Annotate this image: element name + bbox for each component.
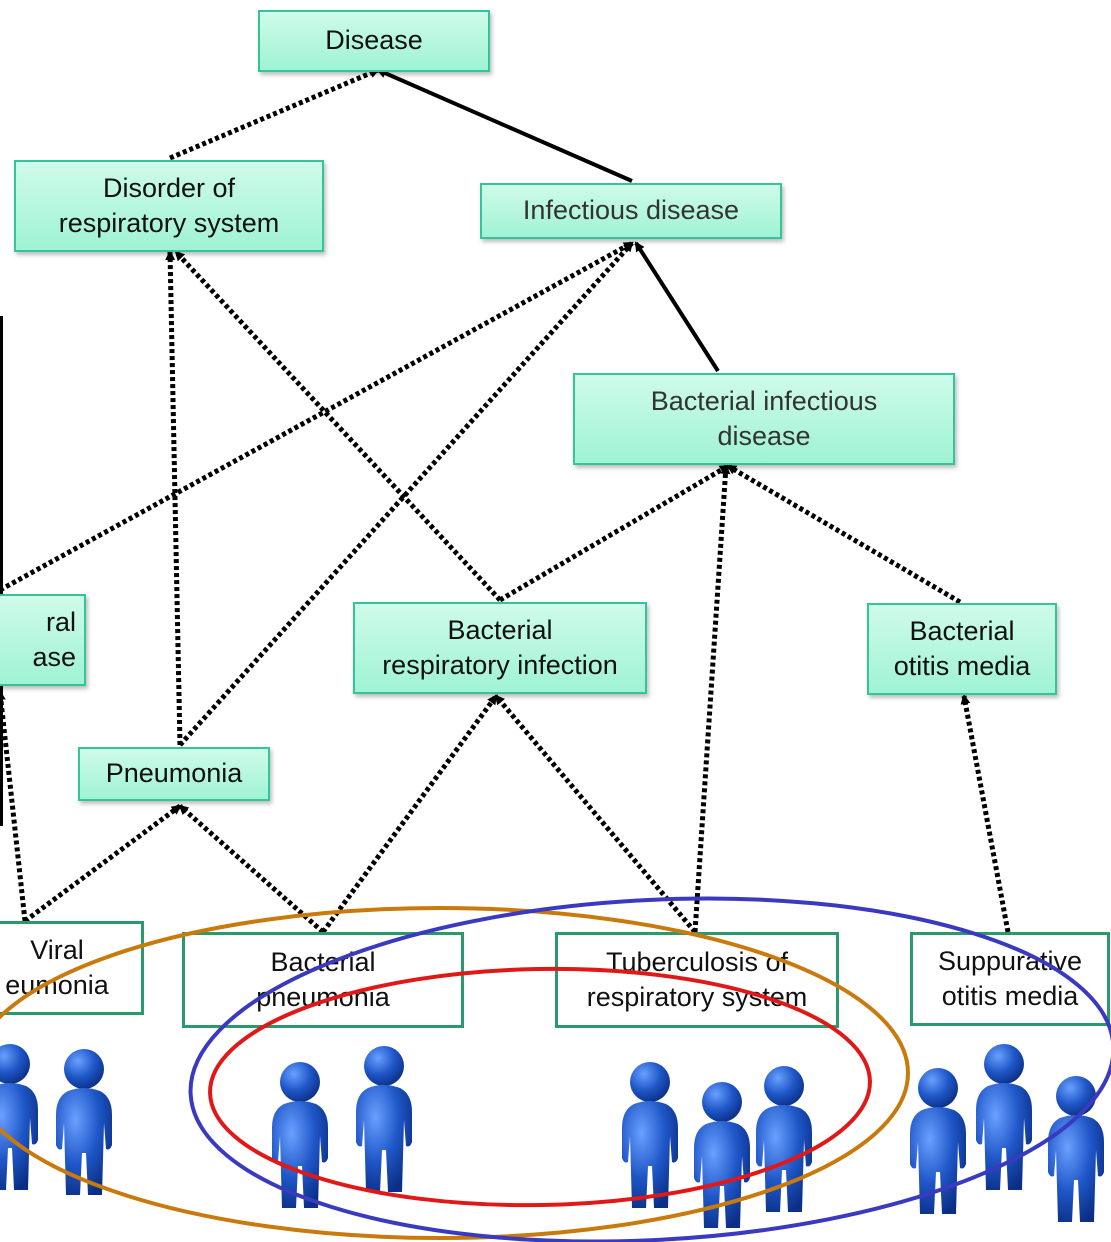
edge-suppurative-otitis-to-bacterial-otitis-media — [960, 694, 1011, 933]
pneumonia-cohort-ellipse — [0, 906, 910, 1240]
node-bacterial-otitis-media: Bacterial otitis media — [867, 603, 1057, 695]
partial-frame-line — [0, 316, 3, 826]
node-infectious-disease: Infectious disease — [480, 183, 782, 239]
edge-viral-disease-to-infectious-disease — [0, 240, 634, 593]
edge-bacterial-respiratory-infection-to-disorder-respiratory — [174, 250, 502, 602]
bacterial-respiratory-cohort-ellipse — [208, 966, 872, 1208]
bacterial-infectious-cohort-ellipse — [188, 896, 1111, 1242]
edge-bacterial-pneumonia-to-pneumonia — [178, 804, 325, 934]
edge-bacterial-otitis-media-to-bacterial-infectious — [726, 463, 962, 605]
node-bacterial-respiratory-infection: Bacterial respiratory infection — [353, 602, 647, 694]
edge-disorder-respiratory-to-disease — [169, 67, 380, 161]
edge-infectious-disease-to-disease — [376, 68, 633, 183]
edge-tuberculosis-to-bacterial-infectious — [692, 464, 731, 933]
edge-pneumonia-to-infectious-disease — [178, 241, 634, 747]
node-viral-pneumonia: Viral eumonia — [0, 921, 144, 1015]
edge-viral-pneumonia-to-viral-disease — [0, 690, 28, 922]
edge-tuberculosis-to-bacterial-respiratory-infection — [494, 694, 697, 934]
node-disease: Disease — [258, 10, 490, 72]
node-disorder-respiratory: Disorder of respiratory system — [14, 160, 324, 252]
edge-bacterial-respiratory-infection-to-bacterial-infectious — [498, 463, 730, 603]
edge-pneumonia-to-disorder-respiratory — [165, 250, 183, 746]
edge-bacterial-infectious-to-infectious-disease — [634, 241, 720, 373]
node-bacterial-infectious-disease: Bacterial infectious disease — [573, 373, 955, 465]
node-viral-disease: ral ase — [0, 594, 86, 686]
node-suppurative-otitis-media: Suppurative otitis media — [910, 932, 1110, 1026]
edges-layer — [0, 67, 1011, 934]
node-pneumonia: Pneumonia — [78, 747, 270, 801]
